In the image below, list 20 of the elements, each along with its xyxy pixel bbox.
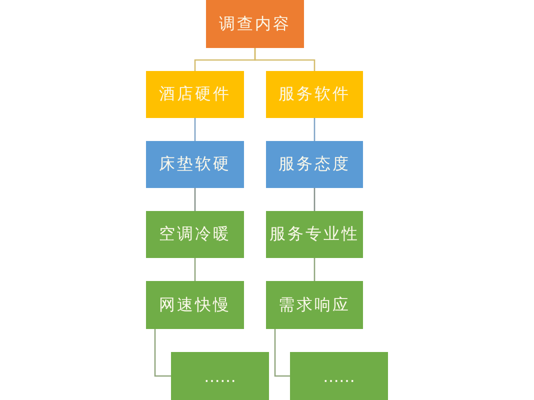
item-box: …… (290, 352, 388, 400)
connector-line (254, 48, 316, 71)
connector-line (194, 188, 196, 211)
connector-line (314, 118, 316, 141)
topic-box: 调查内容 (206, 0, 304, 48)
connector-line (194, 258, 196, 281)
item-box: 服务软件 (266, 71, 363, 118)
item-box: 空调冷暖 (146, 211, 244, 258)
connector-line (274, 329, 290, 377)
item-box: …… (171, 352, 269, 400)
connector-line (154, 329, 171, 377)
connector-line (314, 258, 316, 281)
item-box: 床垫软硬 (146, 141, 244, 188)
item-box: 网速快慢 (146, 281, 244, 329)
item-box: 服务态度 (266, 141, 363, 188)
connector-line (194, 118, 196, 141)
item-box: 需求响应 (266, 281, 363, 329)
item-box: 酒店硬件 (146, 71, 244, 118)
connector-line (314, 188, 316, 211)
item-box: 服务专业性 (266, 211, 363, 258)
